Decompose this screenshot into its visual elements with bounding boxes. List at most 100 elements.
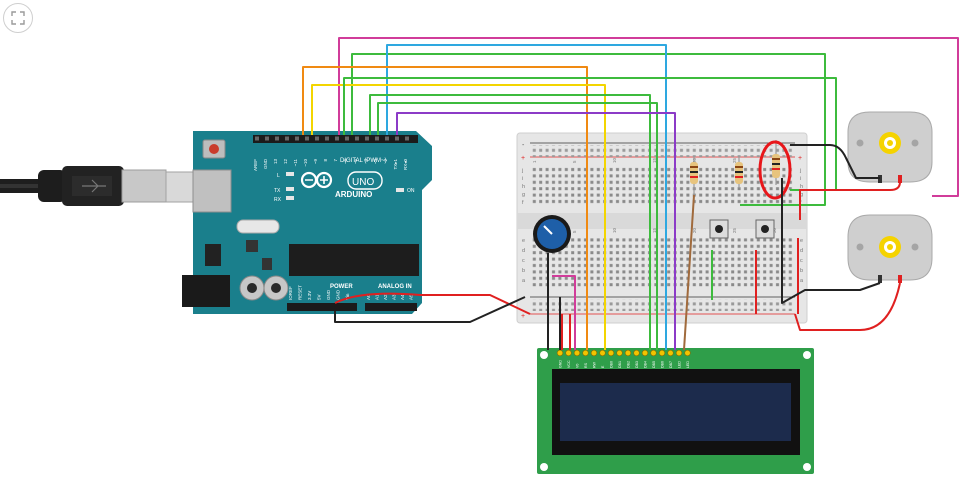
wire-black-gnd [334,296,526,323]
analog-header [365,303,417,311]
digital-pin-label: ~10 [303,159,308,167]
wires [302,37,959,351]
digital-pin-label: 2 [383,159,388,162]
digital-header-label: DIGITAL (PWM~) [340,158,387,164]
digital-pin-label: ~5 [353,159,358,165]
digital-pin-label: GND [263,158,268,169]
digital-pin[interactable] [265,136,269,141]
resistor-1[interactable] [690,156,698,195]
digital-pin[interactable] [285,136,289,141]
lcd-pin[interactable] [607,349,615,357]
led-on-label: ON [407,188,415,194]
lcd-pin-label: RW [593,361,597,368]
wire-black-motor-2 [781,178,881,304]
power-label: POWER [330,284,353,290]
lcd-pin[interactable] [582,349,589,357]
wire-green-4 [377,102,658,350]
lcd-pin[interactable] [590,349,598,357]
digital-pin-label: 12 [283,159,288,165]
digital-pin-label: ~6 [343,159,348,165]
row-letter: c [522,258,525,264]
digital-pin-label: 4 [363,159,368,162]
wire-orange [302,66,588,350]
lcd-pin-label: DB6 [661,361,665,368]
row-letter: a [522,278,526,284]
lcd-pin[interactable] [565,349,572,357]
lcd-pin-label: RS [584,362,588,368]
rail-plus-label-top: + [521,155,525,162]
digital-pin[interactable] [345,136,349,141]
digital-pin[interactable] [305,136,309,141]
row-letter: g [800,192,803,198]
atmega-chip [289,244,419,276]
power-pin-label: 3.3V [307,291,312,300]
digital-pin[interactable] [365,136,369,141]
digital-pin[interactable] [295,136,299,141]
usb-cable[interactable] [0,166,197,206]
digital-pin[interactable] [405,136,409,141]
power-pin-label: GND [336,289,341,300]
reset-button[interactable] [209,144,219,154]
lcd-pin-label: DB5 [652,361,656,368]
lcd-pin[interactable] [599,349,606,357]
digital-pin[interactable] [255,136,259,141]
analog-pin-label: A5 [409,294,414,300]
lcd-pin[interactable] [573,349,581,357]
column-number: 15 [652,227,657,233]
resistor-3[interactable] [772,140,780,185]
lcd-pin[interactable] [684,349,691,357]
lcd-pin[interactable] [667,349,674,357]
lcd-pin[interactable] [616,349,623,357]
power-pin-label: GND [326,289,331,300]
dc-motor-2[interactable] [847,214,933,283]
arduino-uno-board[interactable]: ARDUINO UNO DIGITAL (PWM~) POWER ANALOG … [182,131,432,314]
lcd-pin[interactable] [624,349,632,357]
lcd-pin[interactable] [675,349,683,357]
lcd-pin-label: E [601,365,605,368]
analog-pin-label: A0 [366,294,371,300]
wire-red-motor-1 [799,181,901,220]
led-l-label: L [277,173,280,179]
pushbutton-1[interactable] [709,219,729,239]
lcd-pin[interactable] [658,349,666,357]
wire-magenta [338,37,959,197]
lcd-pin[interactable] [633,349,640,357]
column-number: 5 [572,230,577,233]
digital-pin[interactable] [325,136,329,141]
lcd-pin[interactable] [650,349,657,357]
row-letter: j [799,168,801,174]
wire-yellow [311,84,606,350]
row-letter: j [521,168,523,174]
digital-pin[interactable] [275,136,279,141]
lcd-pin[interactable] [641,349,649,357]
row-letter: b [800,268,803,274]
led-rx-label: RX [274,197,282,203]
digital-pin[interactable] [355,136,359,141]
column-number: 25 [732,157,737,163]
digital-pin[interactable] [315,136,319,141]
potentiometer[interactable] [533,215,571,253]
dc-motor-1[interactable] [847,111,933,183]
digital-pin[interactable] [375,136,379,141]
column-number: 25 [732,227,737,233]
rail-minus-label-top: - [522,142,525,149]
row-letter: d [800,248,803,254]
wire-green-top [351,53,826,206]
led-tx-label: TX [274,188,281,194]
lcd-pin[interactable] [556,349,564,357]
lcd-pin-label: DB0 [610,361,614,368]
digital-pin[interactable] [385,136,389,141]
digital-pin[interactable] [395,136,399,141]
column-number: 5 [572,160,577,163]
resistor-2[interactable] [735,156,743,188]
analog-pin-label: A4 [400,294,405,300]
digital-pin[interactable] [335,136,339,141]
fullscreen-button[interactable] [3,3,33,33]
pushbutton-2[interactable] [755,219,775,239]
row-letter: b [522,268,525,274]
fullscreen-icon [11,11,25,25]
analog-pin-label: A2 [383,294,388,300]
